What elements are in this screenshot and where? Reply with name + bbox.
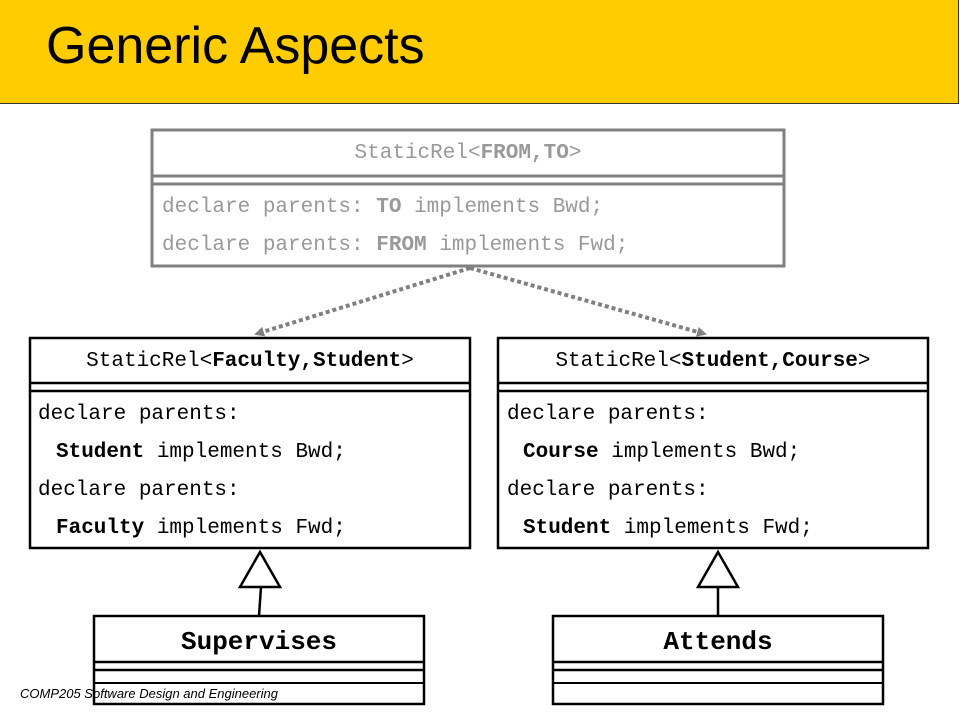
class-supervises: Supervises bbox=[92, 614, 426, 706]
bound-class-left: StaticRel<Faculty,Student> declare paren… bbox=[28, 336, 472, 550]
inheritance-triangle-left bbox=[237, 549, 283, 589]
title-bar bbox=[0, 0, 959, 104]
bound-class-left-line-1: declare parents: bbox=[38, 403, 240, 426]
class-supervises-name: Supervises bbox=[181, 627, 337, 657]
bound-class-right-line-4: Student implements Fwd; bbox=[523, 517, 813, 540]
inheritance-triangle-right bbox=[695, 549, 741, 589]
bound-class-left-line-4: Faculty implements Fwd; bbox=[56, 517, 346, 540]
generic-class-box: StaticRel<FROM,TO> declare parents: TO i… bbox=[150, 128, 786, 268]
inheritance-right bbox=[695, 549, 741, 616]
bound-class-right: StaticRel<Student,Course> declare parent… bbox=[496, 336, 930, 550]
slide-title: Generic Aspects bbox=[46, 17, 425, 75]
bound-class-right-line-3: declare parents: bbox=[507, 479, 709, 502]
generic-class-name: StaticRel<FROM,TO> bbox=[355, 142, 582, 165]
class-attends-name: Attends bbox=[663, 627, 772, 657]
bound-class-left-name: StaticRel<Faculty,Student> bbox=[86, 350, 414, 373]
footer-course-name: COMP205 Software Design and Engineering bbox=[20, 686, 278, 701]
bind-arrow-left bbox=[254, 266, 471, 337]
class-supervises-border bbox=[92, 614, 426, 706]
class-attends: Attends bbox=[551, 614, 885, 706]
bound-class-right-name: StaticRel<Student,Course> bbox=[555, 350, 870, 373]
bound-class-right-border bbox=[496, 336, 930, 550]
generic-class-line-1: declare parents: TO implements Bwd; bbox=[162, 196, 603, 219]
bound-class-right-line-1: declare parents: bbox=[507, 403, 709, 426]
bind-arrow-right bbox=[469, 266, 707, 337]
bound-class-right-line-2: Course implements Bwd; bbox=[523, 441, 800, 464]
class-attends-border bbox=[551, 614, 885, 706]
generic-class-line-2: declare parents: FROM implements Fwd; bbox=[162, 234, 628, 257]
inheritance-left bbox=[237, 549, 283, 617]
inheritance-line-left bbox=[257, 586, 263, 617]
bound-class-left-line-3: declare parents: bbox=[38, 479, 240, 502]
bound-class-left-line-2: Student implements Bwd; bbox=[56, 441, 346, 464]
bound-class-left-border bbox=[28, 336, 472, 550]
generic-class-border bbox=[150, 128, 786, 268]
